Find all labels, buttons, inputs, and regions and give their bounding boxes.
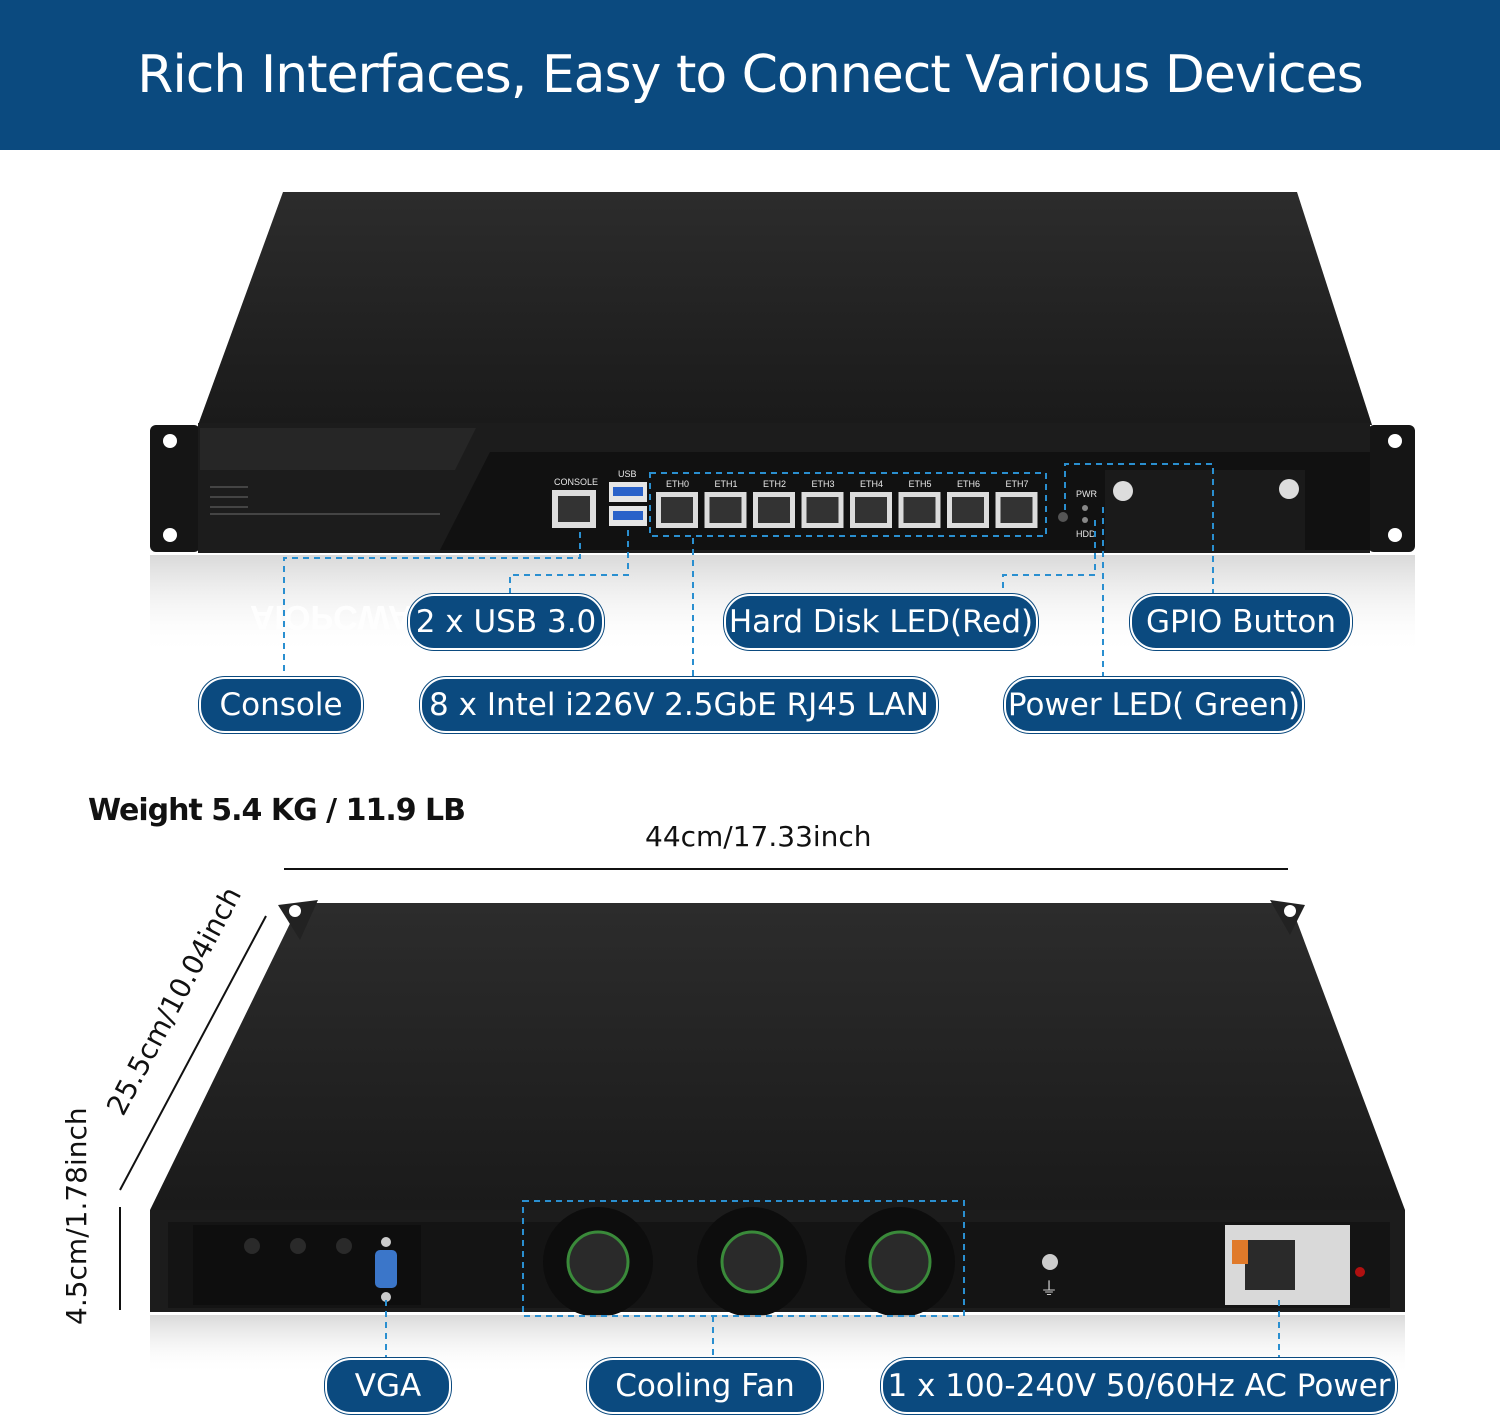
hdd-led-label: HDD xyxy=(1076,529,1096,539)
eth-port-socket xyxy=(758,497,790,523)
pwr-led-label: PWR xyxy=(1076,489,1097,499)
ground-symbol-icon: ⏚ xyxy=(1040,1279,1058,1300)
rack-ear-left xyxy=(150,425,200,552)
width-spec: 44cm/17.33inch xyxy=(645,820,872,853)
power-led xyxy=(1082,505,1088,511)
cooling-fans xyxy=(543,1207,955,1317)
rack-ear-right xyxy=(1368,425,1415,552)
ground-screw-icon xyxy=(1042,1254,1058,1270)
eth-port-socket xyxy=(661,497,693,523)
callout-vga: VGA xyxy=(325,1358,451,1414)
brand-reflection: AIOPCWA xyxy=(250,598,412,636)
screw-icon xyxy=(1113,481,1133,501)
callout-power-led: Power LED( Green) xyxy=(1004,677,1304,733)
eth-port-socket xyxy=(806,497,839,523)
callout-cooling-fan: Cooling Fan xyxy=(587,1358,823,1414)
eth-port-label: ETH7 xyxy=(1006,479,1029,489)
eth-port-group: ETH0 ETH1 ETH2 ETH3 ETH4 ETH5 ETH6 ETH7 xyxy=(656,479,1038,528)
eth-port-label: ETH6 xyxy=(957,479,980,489)
eth-port-label: ETH1 xyxy=(715,479,738,489)
callout-hard-disk-led: Hard Disk LED(Red) xyxy=(724,594,1038,650)
callout-usb: 2 x USB 3.0 xyxy=(408,594,604,650)
usb-port-label: USB xyxy=(618,469,637,479)
console-port-label: CONSOLE xyxy=(554,477,598,487)
eth-port-socket xyxy=(903,497,936,523)
hdd-led xyxy=(1082,517,1088,523)
eth-port-socket xyxy=(952,497,984,523)
callout-gpio-button: GPIO Button xyxy=(1130,594,1352,650)
callout-ac-power: 1 x 100-240V 50/60Hz AC Power xyxy=(881,1358,1397,1414)
banner-title: Rich Interfaces, Easy to Connect Various… xyxy=(137,45,1364,105)
weight-spec: Weight 5.4 KG / 11.9 LB xyxy=(88,793,466,828)
eth-port-label: ETH3 xyxy=(812,479,835,489)
callout-console: Console xyxy=(199,677,363,733)
eth-port-label: ETH4 xyxy=(860,479,883,489)
vga-port xyxy=(375,1250,397,1288)
power-switch xyxy=(1232,1240,1248,1264)
header-banner: Rich Interfaces, Easy to Connect Various… xyxy=(0,0,1500,150)
callout-lan: 8 x Intel i226V 2.5GbE RJ45 LAN xyxy=(420,677,938,733)
height-spec: 4.5cm/1.78inch xyxy=(60,1107,93,1325)
rear-callout-lines xyxy=(385,1200,1280,1358)
eth-port-socket xyxy=(855,497,887,523)
screw-icon xyxy=(1279,479,1299,499)
front-callout-lines xyxy=(283,463,1214,677)
depth-dimension-line xyxy=(119,915,267,1191)
eth-port-socket xyxy=(709,497,742,523)
eth-port-label: ETH5 xyxy=(909,479,932,489)
eth-port-label: ETH2 xyxy=(763,479,786,489)
ac-inlet xyxy=(1245,1240,1295,1290)
eth-port-label: ETH0 xyxy=(666,479,689,489)
gpio-button xyxy=(1058,512,1068,522)
rear-unit: ⏚ xyxy=(119,868,1405,1375)
eth-port-socket xyxy=(1000,497,1033,523)
